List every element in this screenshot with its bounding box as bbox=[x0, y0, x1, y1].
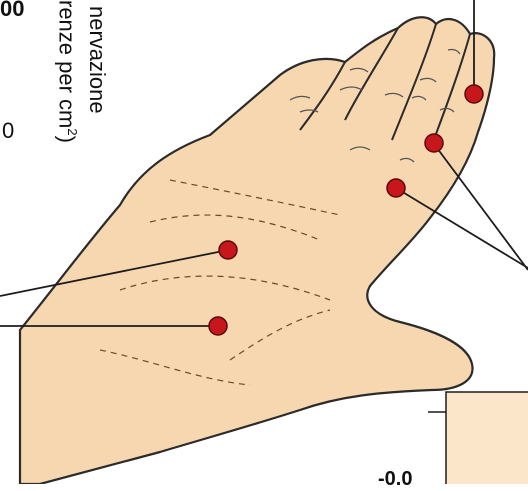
point-palm-lower bbox=[209, 317, 227, 335]
point-palm-upper bbox=[219, 241, 237, 259]
axis-title-line1: nervazione bbox=[84, 6, 110, 114]
inset-chart-box bbox=[446, 392, 528, 484]
axis-label-mid: 0 bbox=[2, 118, 14, 144]
axis-label-top: 00 bbox=[0, 0, 24, 22]
point-finger-base bbox=[387, 179, 405, 197]
axis-title-line2-close: ) bbox=[55, 136, 80, 143]
axis-title-line2-text: renze per cm bbox=[55, 0, 80, 128]
axis-title-line2: renze per cm2) bbox=[54, 0, 80, 143]
axis-label-bottom: -0.0 bbox=[378, 468, 412, 491]
axis-title-line2-sup: 2 bbox=[65, 128, 80, 135]
point-fingertip bbox=[465, 85, 483, 103]
point-finger-middle bbox=[425, 134, 443, 152]
